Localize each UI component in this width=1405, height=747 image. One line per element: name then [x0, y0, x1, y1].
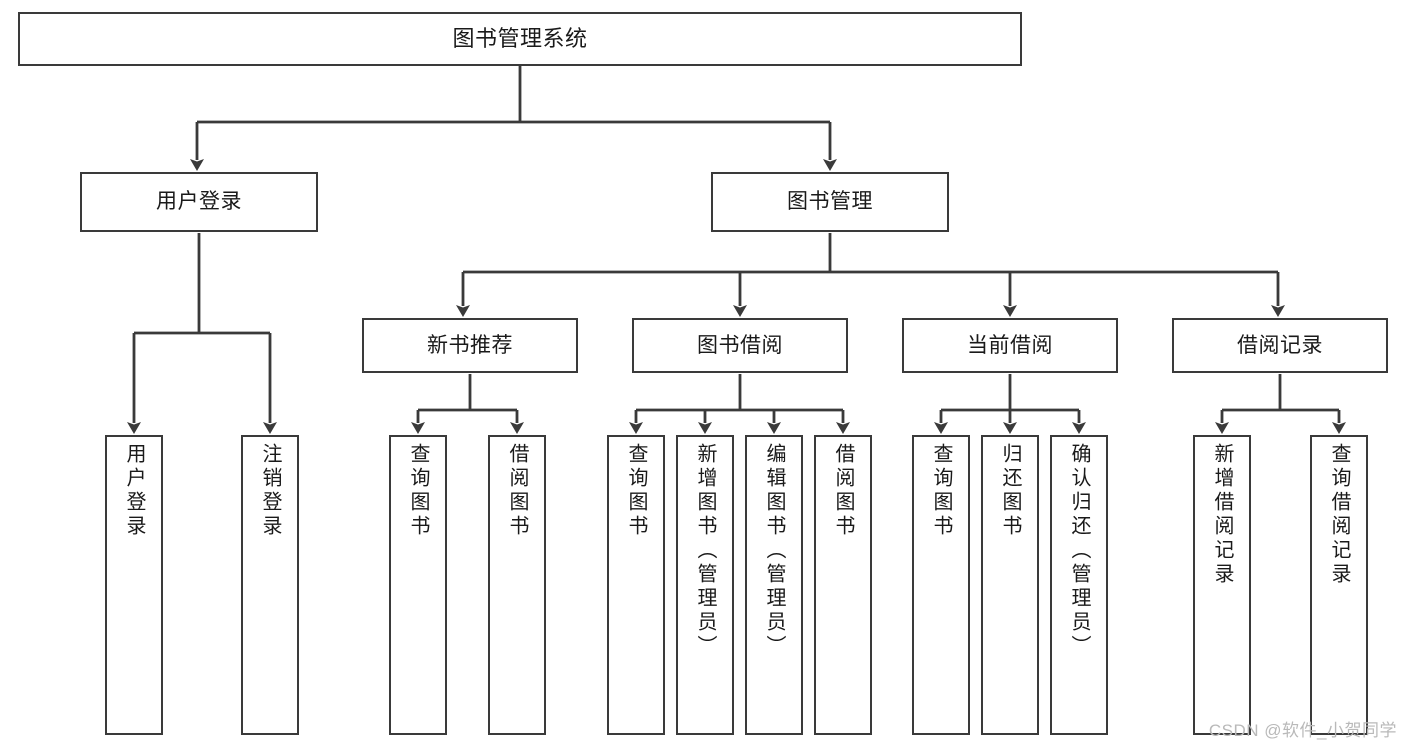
- leaf-current-borrow-return[interactable]: 归还图书: [981, 435, 1039, 735]
- leaf-borrow-record-add[interactable]: 新增借阅记录: [1193, 435, 1251, 735]
- leaf-new-book-query[interactable]: 查询图书: [389, 435, 447, 735]
- leaf-book-borrow-borrow[interactable]: 借阅图书: [814, 435, 872, 735]
- leaf-user-login-logout[interactable]: 注销登录: [241, 435, 299, 735]
- node-new-book-recommend[interactable]: 新书推荐: [362, 318, 578, 373]
- leaf-user-login-login[interactable]: 用户登录: [105, 435, 163, 735]
- node-label: 新书推荐: [427, 333, 513, 357]
- node-borrow-record[interactable]: 借阅记录: [1172, 318, 1388, 373]
- node-label: 查询图书: [625, 443, 647, 539]
- leaf-new-book-borrow[interactable]: 借阅图书: [488, 435, 546, 735]
- node-user-login[interactable]: 用户登录: [80, 172, 318, 232]
- node-label: 用户登录: [123, 443, 145, 539]
- leaf-current-borrow-confirm-return[interactable]: 确认归还（管理员）: [1050, 435, 1108, 735]
- node-book-management[interactable]: 图书管理: [711, 172, 949, 232]
- node-root-system[interactable]: 图书管理系统: [18, 12, 1022, 66]
- node-label: 当前借阅: [967, 333, 1053, 357]
- leaf-book-borrow-edit[interactable]: 编辑图书（管理员）: [745, 435, 803, 735]
- node-label: 借阅图书: [832, 443, 854, 539]
- node-label: 归还图书: [999, 443, 1021, 539]
- node-book-borrow[interactable]: 图书借阅: [632, 318, 848, 373]
- leaf-book-borrow-add[interactable]: 新增图书（管理员）: [676, 435, 734, 735]
- node-label: 确认归还（管理员）: [1068, 443, 1090, 659]
- node-label: 查询图书: [407, 443, 429, 539]
- node-label: 图书借阅: [697, 333, 783, 357]
- node-label: 注销登录: [259, 443, 281, 539]
- node-label: 新增图书（管理员）: [694, 443, 716, 659]
- leaf-borrow-record-query[interactable]: 查询借阅记录: [1310, 435, 1368, 735]
- node-label: 图书管理: [787, 190, 873, 214]
- node-label: 用户登录: [156, 190, 242, 214]
- node-label: 借阅记录: [1237, 333, 1323, 357]
- node-label: 借阅图书: [506, 443, 528, 539]
- csdn-watermark: CSDN @软件_小贺同学: [1208, 721, 1397, 740]
- leaf-current-borrow-query[interactable]: 查询图书: [912, 435, 970, 735]
- node-label: 新增借阅记录: [1211, 443, 1233, 587]
- node-current-borrow[interactable]: 当前借阅: [902, 318, 1118, 373]
- node-label: 编辑图书（管理员）: [763, 443, 785, 659]
- node-label: 查询借阅记录: [1328, 443, 1350, 587]
- node-label: 图书管理系统: [452, 25, 588, 51]
- leaf-book-borrow-query[interactable]: 查询图书: [607, 435, 665, 735]
- node-label: 查询图书: [930, 443, 952, 539]
